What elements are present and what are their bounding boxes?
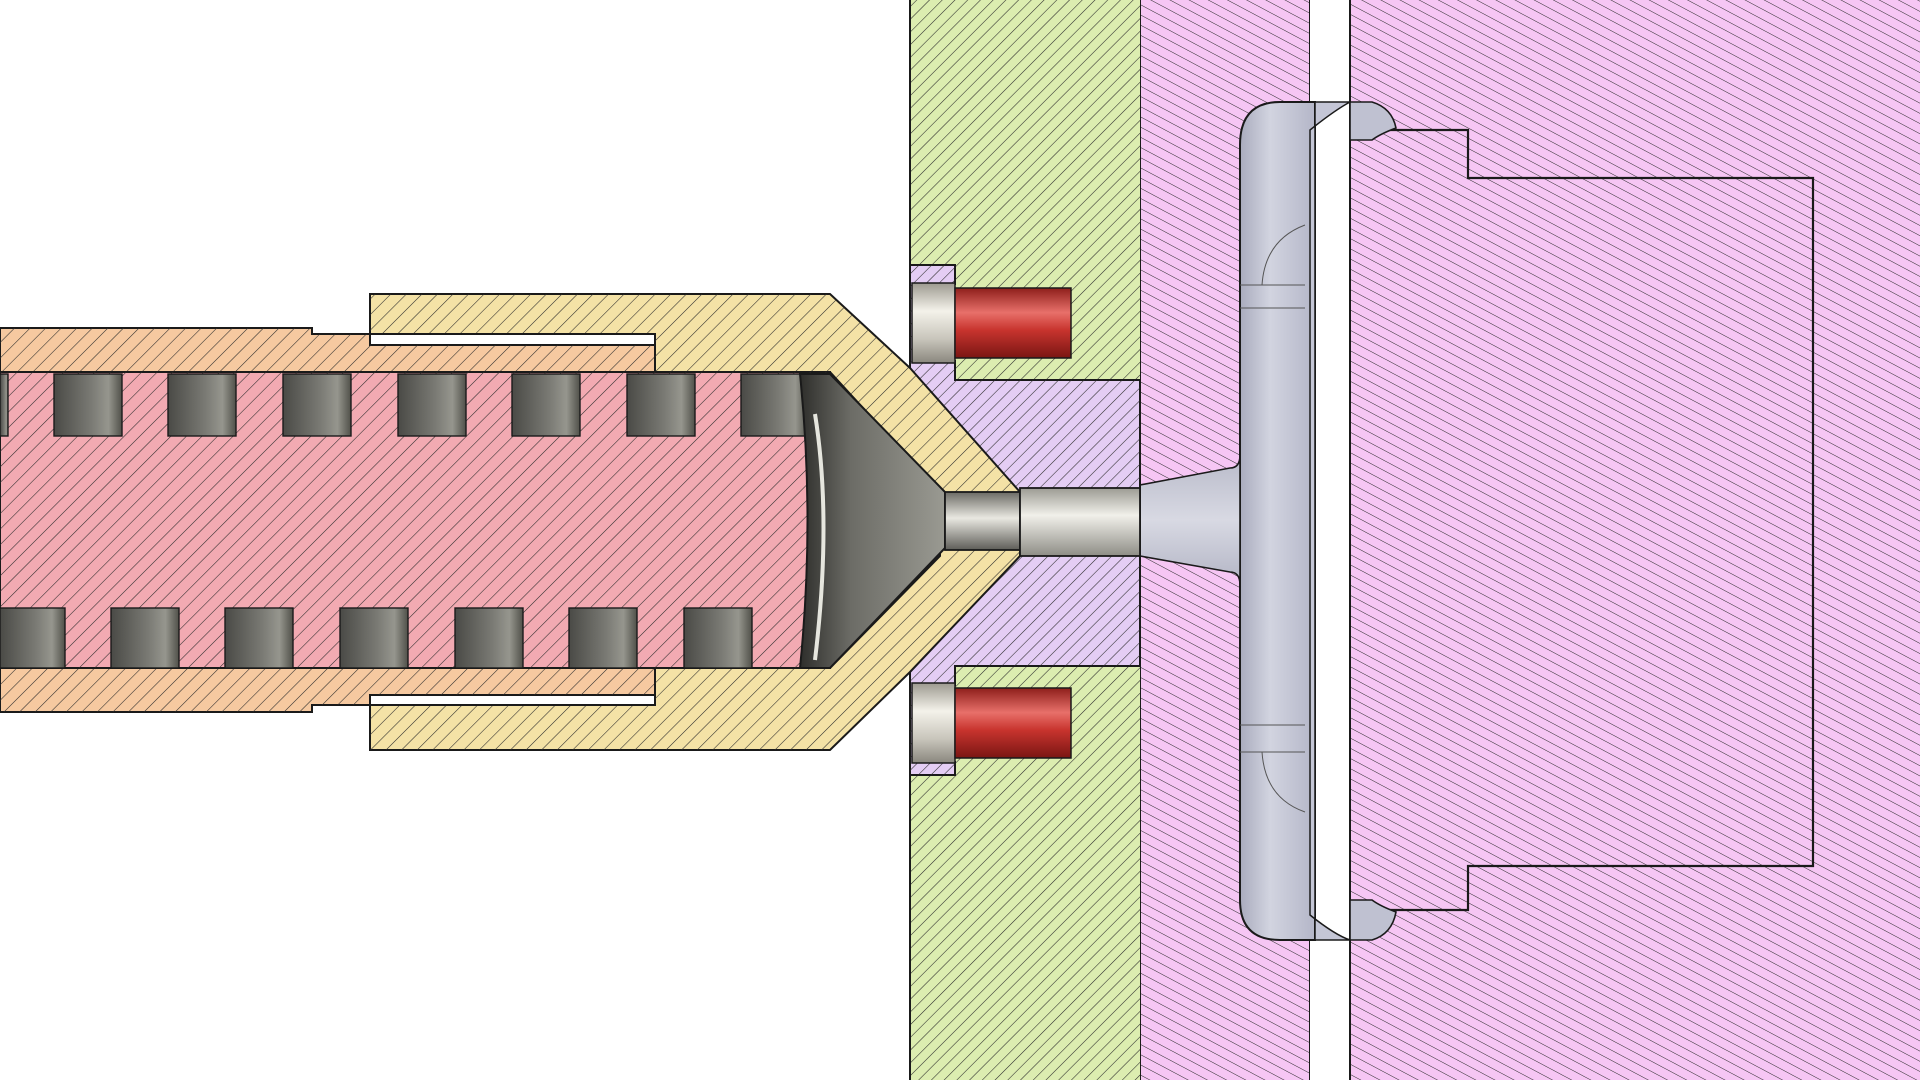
moving-mold-plate: [1349, 0, 1920, 1080]
screw-flights-top: [0, 373, 810, 437]
parting-line-gap: [1310, 0, 1350, 1080]
socket-head-bolt-upper: [911, 282, 1072, 364]
screw: [0, 371, 831, 669]
socket-head-bolt-lower: [911, 682, 1072, 764]
sprue-runner-cavity: [1139, 101, 1397, 941]
nozzle-tip: [798, 373, 1141, 669]
screw-flights-bottom: [0, 607, 753, 669]
barrel: [0, 327, 656, 713]
